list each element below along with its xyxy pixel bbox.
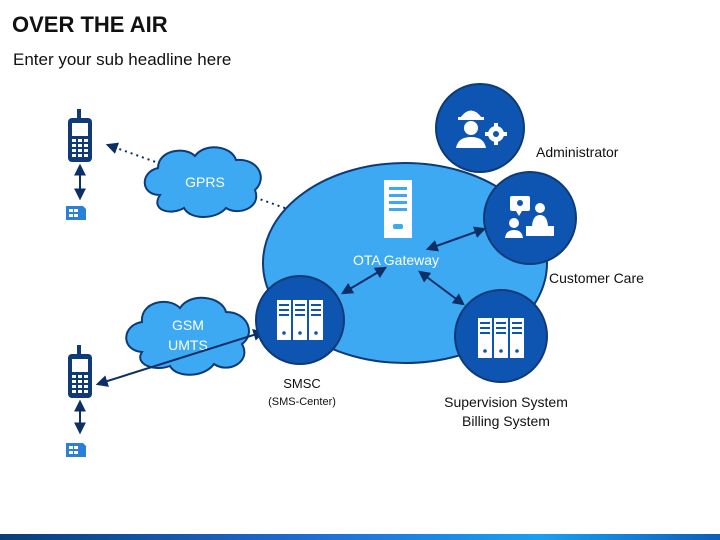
gateway-customer-care-arrow [425,226,487,252]
sim-card-icon [66,206,86,220]
server-icon [277,300,323,340]
supervision-billing-node [454,289,548,383]
administrator-label: Administrator [536,144,619,160]
smsc-label: SMSC [283,376,321,391]
gprs-label: GPRS [185,174,225,190]
gsm-label: GSM [172,317,204,333]
page-subtitle: Enter your sub headline here [13,50,232,69]
customer-care-label: Customer Care [549,270,644,286]
ota-gateway-label: OTA Gateway [353,252,439,268]
gprs-link-line [105,142,353,233]
customer-care-node [483,171,577,265]
mobile-phone-icon [68,109,92,162]
smsc-sublabel: (SMS-Center) [268,396,336,408]
administrator-node [435,83,525,173]
gateway-supervision-arrow [418,270,465,306]
server-icon [478,318,524,358]
supervision-label: Supervision System [444,394,568,410]
sim-card-icon [66,443,86,457]
page-title: OVER THE AIR [12,12,168,37]
gateway-smsc-arrow [340,266,388,295]
mobile-phone-icon [68,345,92,398]
footer-accent-bar [0,534,720,540]
smsc-node [255,275,345,365]
support-desk-icon [505,196,554,238]
server-icon [384,180,412,238]
billing-label: Billing System [462,413,550,429]
gsm-umts-cloud: GSM UMTS [125,296,250,376]
engineer-gear-icon [456,110,507,148]
gsm-link-arrow [95,329,266,387]
gprs-cloud: GPRS [143,146,262,218]
